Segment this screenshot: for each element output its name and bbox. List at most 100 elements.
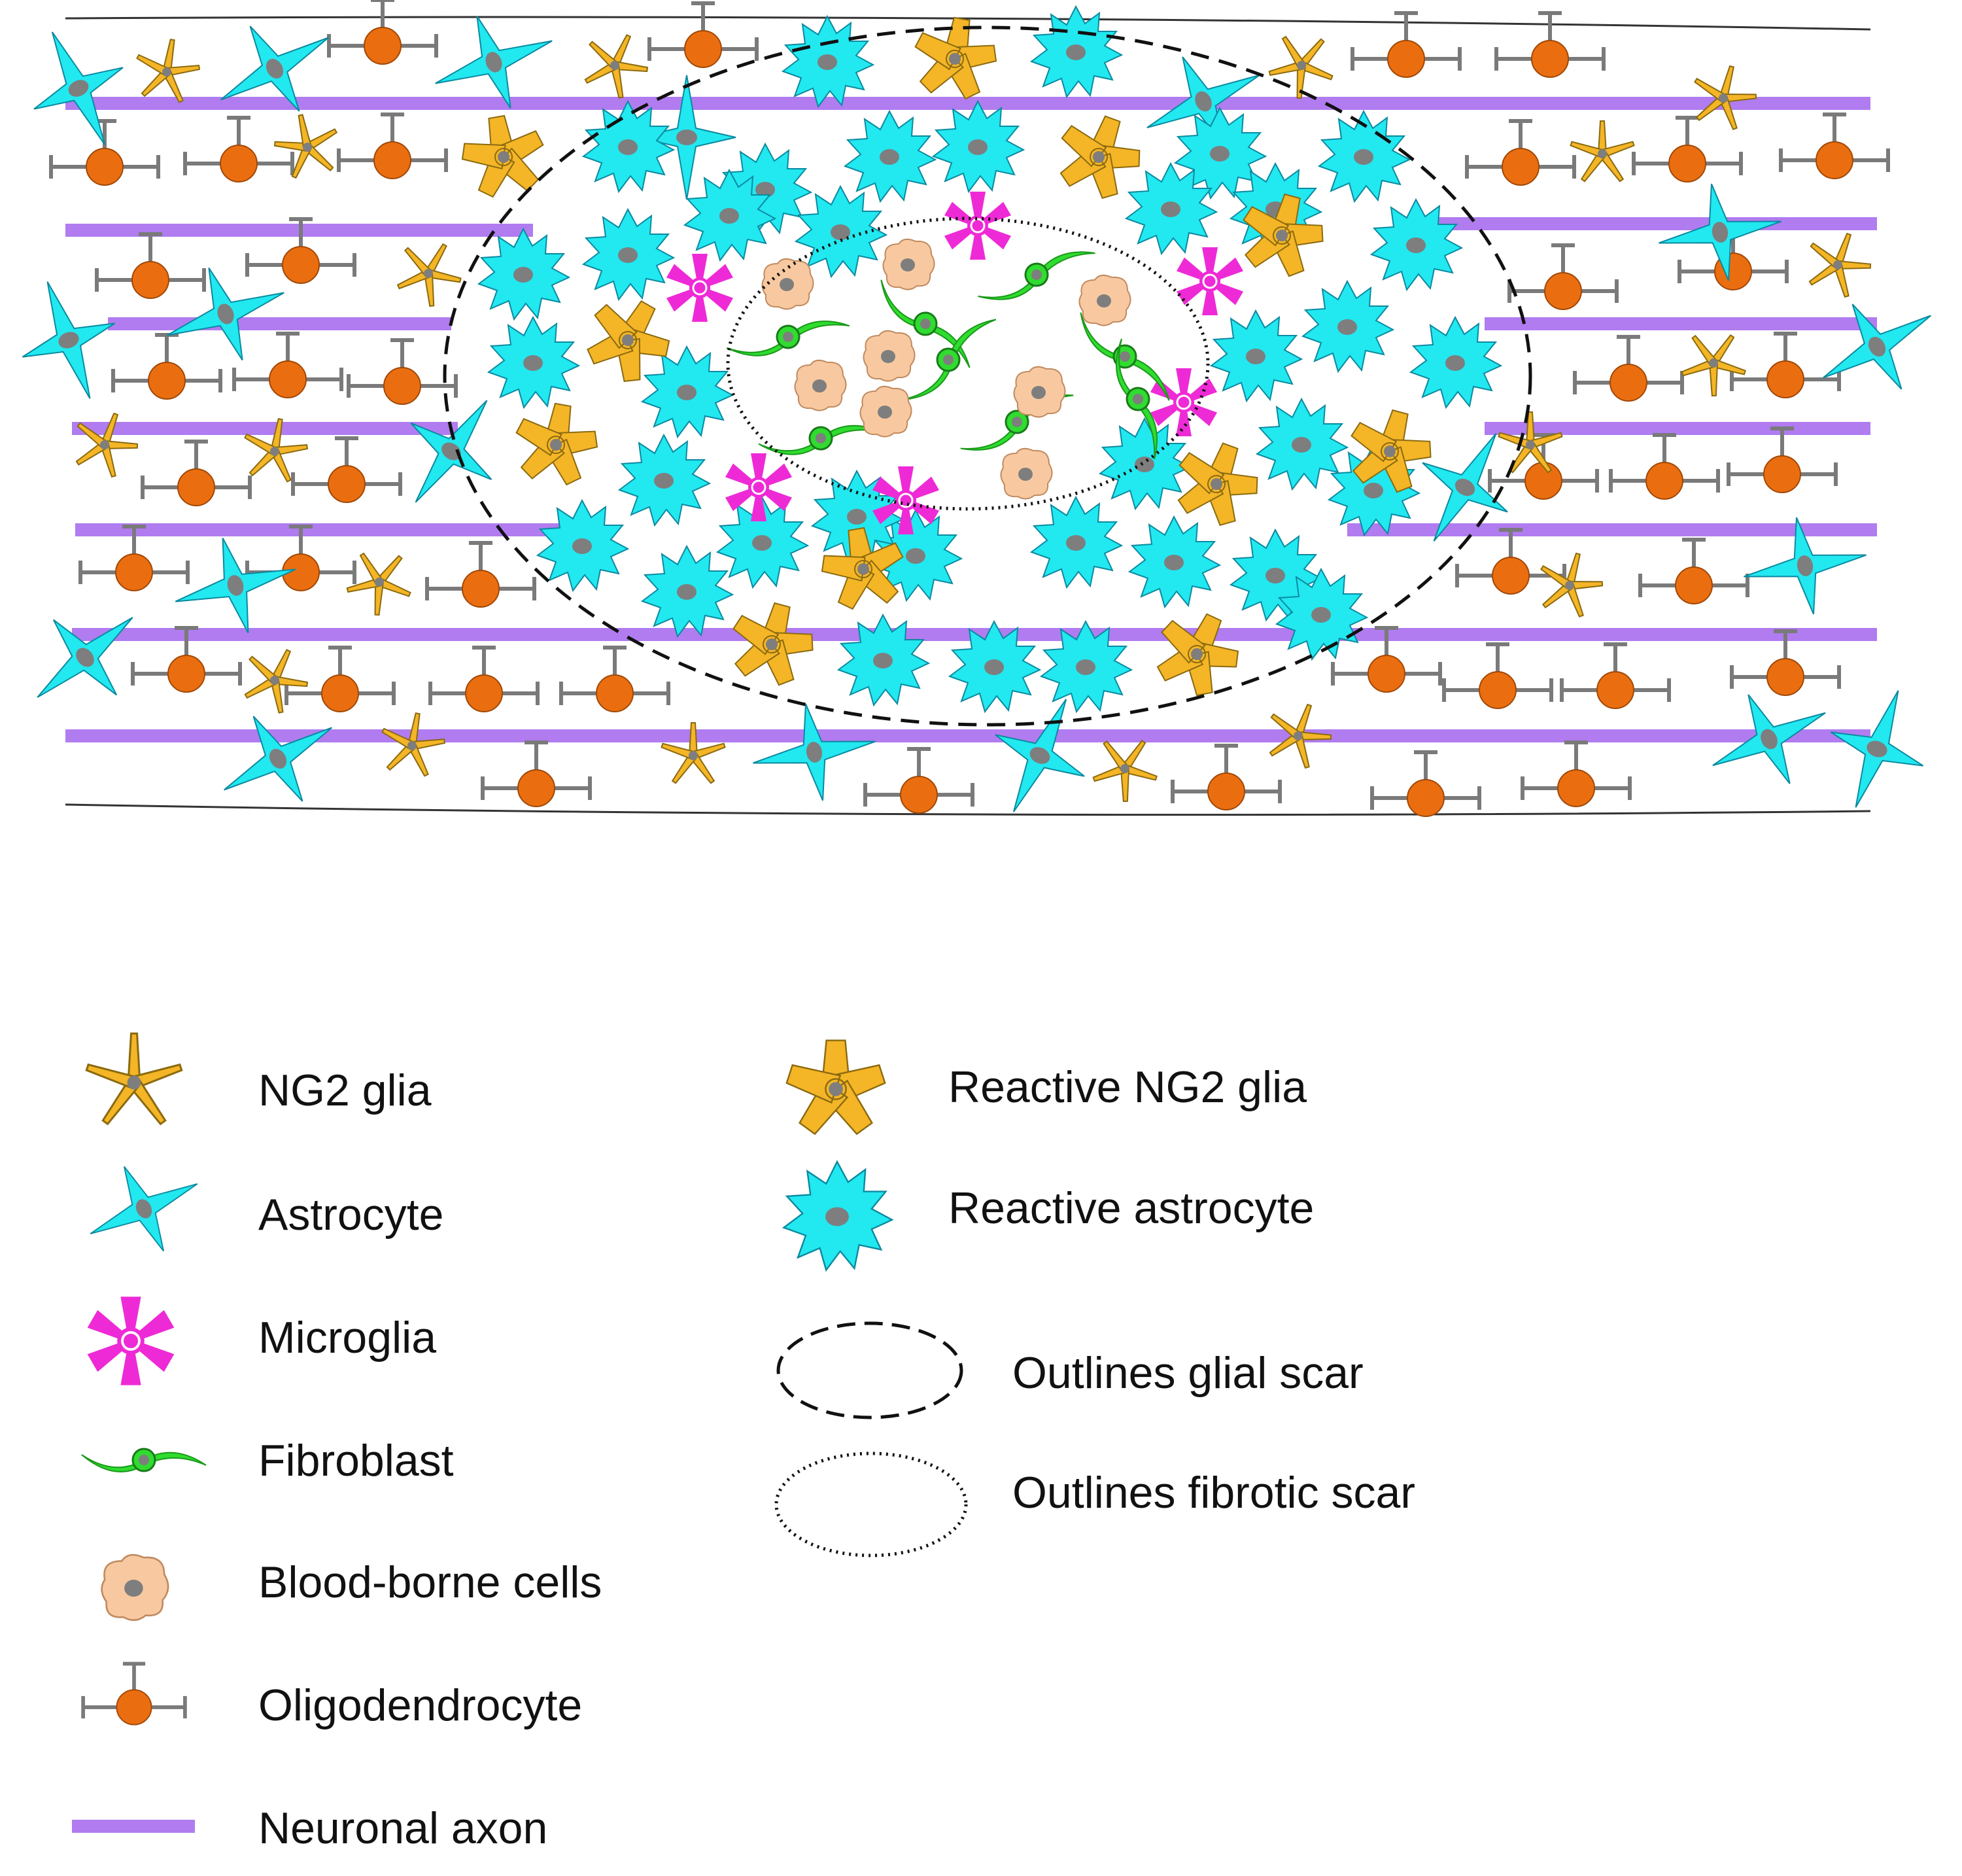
astrocyte xyxy=(1,264,137,416)
oligodendrocyte xyxy=(286,648,394,712)
ng2-glia xyxy=(1683,57,1764,135)
oligodendrocyte xyxy=(1611,435,1718,499)
oligodendrocyte xyxy=(1729,428,1836,493)
legend-label-neuronal-axon: Neuronal axon xyxy=(258,1803,547,1853)
legend-label-microglia: Microglia xyxy=(258,1313,436,1363)
oligodendrocyte xyxy=(113,335,220,399)
ng2-glia xyxy=(572,21,659,106)
reactive-astrocyte xyxy=(583,101,674,192)
microglia xyxy=(943,190,1012,261)
legend: NG2 glia Astrocyte Microglia Fibroblast … xyxy=(70,1032,1415,1853)
reactive-astrocyte xyxy=(642,346,733,438)
fibrotic-scar-outline xyxy=(726,217,1210,511)
oligodendrocyte xyxy=(1496,13,1604,77)
reactive-astrocyte xyxy=(1211,310,1302,402)
astrocyte xyxy=(1798,272,1956,421)
oligodendrocyte xyxy=(349,340,456,404)
oligodendrocyte xyxy=(1444,644,1551,708)
reactive-ng2-glia xyxy=(454,109,553,205)
oligodendrocyte xyxy=(1372,752,1479,816)
fibroblast-icon xyxy=(80,1448,207,1473)
reactive-astrocyte xyxy=(1129,516,1220,608)
reactive-astrocyte xyxy=(478,228,570,320)
axon-layer xyxy=(65,97,1877,742)
legend-label-ng2-glia: NG2 glia xyxy=(258,1066,432,1115)
oligodendrocyte-icon xyxy=(83,1664,185,1725)
ng2-glia xyxy=(1569,120,1636,183)
oligodendrocyte xyxy=(1575,337,1682,401)
reactive-astrocyte xyxy=(1302,281,1394,372)
legend-label-astrocyte: Astrocyte xyxy=(258,1190,443,1240)
oligodendrocyte xyxy=(649,3,757,67)
reactive-astrocyte xyxy=(1410,317,1502,408)
astrocyte xyxy=(1809,673,1945,825)
oligodendrocyte xyxy=(1640,540,1747,604)
reactive-ng2-glia xyxy=(1141,599,1253,709)
ng2-glia xyxy=(335,535,426,626)
reactive-astrocyte xyxy=(642,546,733,637)
reactive-astrocyte xyxy=(1031,496,1122,588)
astrocyte-icon xyxy=(70,1141,218,1277)
legend-label-reactive-ng2-glia: Reactive NG2 glia xyxy=(948,1062,1307,1112)
oligodendrocyte xyxy=(561,648,668,712)
ng2-glia xyxy=(266,102,353,190)
reactive-ng2-glia xyxy=(719,593,824,695)
reactive-astrocyte-icon xyxy=(783,1160,893,1271)
legend-label-blood-borne-cells: Blood-borne cells xyxy=(258,1557,602,1607)
oligodendrocyte xyxy=(1467,121,1574,185)
oligodendrocyte xyxy=(185,118,292,182)
legend-label-glial-scar: Outlines glial scar xyxy=(1012,1348,1364,1398)
oligodendrocyte xyxy=(1781,114,1888,179)
reactive-ng2-glia xyxy=(506,396,606,493)
blood-borne-cell xyxy=(1013,366,1066,418)
ng2-glia xyxy=(385,228,473,315)
ng2-glia xyxy=(1797,222,1880,304)
oligodendrocyte xyxy=(1634,118,1741,182)
legend-label-oligodendrocyte: Oligodendrocyte xyxy=(258,1680,582,1730)
oligodendrocyte xyxy=(865,749,972,813)
legend-label-fibroblast: Fibroblast xyxy=(258,1436,454,1485)
astrocyte xyxy=(5,579,165,736)
oligodendrocyte xyxy=(51,121,158,185)
oligodendrocyte xyxy=(1732,334,1839,398)
blood-borne-cell xyxy=(1000,447,1053,500)
cell-layer xyxy=(1,0,1956,833)
oligodendrocyte xyxy=(339,114,446,179)
oligodendrocyte xyxy=(143,442,250,506)
oligodendrocyte xyxy=(329,0,436,64)
oligodendrocyte xyxy=(234,334,341,398)
fibroblast xyxy=(724,309,852,366)
reactive-astrocyte xyxy=(782,16,874,107)
tissue-outline xyxy=(65,16,1871,816)
oligodendrocyte xyxy=(1173,746,1280,810)
reactive-astrocyte xyxy=(537,500,628,591)
blood-borne-cell xyxy=(794,359,847,411)
ng2-glia xyxy=(1530,544,1610,623)
oligodendrocyte xyxy=(430,648,538,712)
legend-label-reactive-astrocyte: Reactive astrocyte xyxy=(948,1183,1314,1233)
oligodendrocyte xyxy=(1523,742,1630,807)
reactive-ng2-glia xyxy=(905,10,1005,107)
reactive-astrocyte xyxy=(1371,199,1462,290)
blood-borne-cell-icon xyxy=(101,1554,169,1622)
astrocyte xyxy=(418,0,570,130)
reactive-astrocyte xyxy=(488,317,579,408)
reactive-astrocyte xyxy=(619,434,710,526)
blood-borne-cell xyxy=(859,385,912,438)
astrocyte xyxy=(196,0,354,143)
microglia-icon xyxy=(86,1295,176,1387)
ng2-glia xyxy=(374,707,451,780)
reactive-astrocyte xyxy=(844,111,936,202)
oligodendrocyte xyxy=(97,234,204,298)
glial-scar-outline-icon xyxy=(776,1321,963,1419)
oligodendrocyte xyxy=(1457,530,1564,594)
ng2-glia xyxy=(232,636,318,721)
ng2-glia xyxy=(1497,411,1564,474)
ng2-glia xyxy=(63,402,147,484)
reactive-astrocyte xyxy=(933,101,1024,192)
oligodendrocyte xyxy=(1509,245,1617,309)
astrocyte xyxy=(7,10,150,166)
blood-borne-cell xyxy=(882,238,935,290)
astrocyte xyxy=(744,692,885,812)
